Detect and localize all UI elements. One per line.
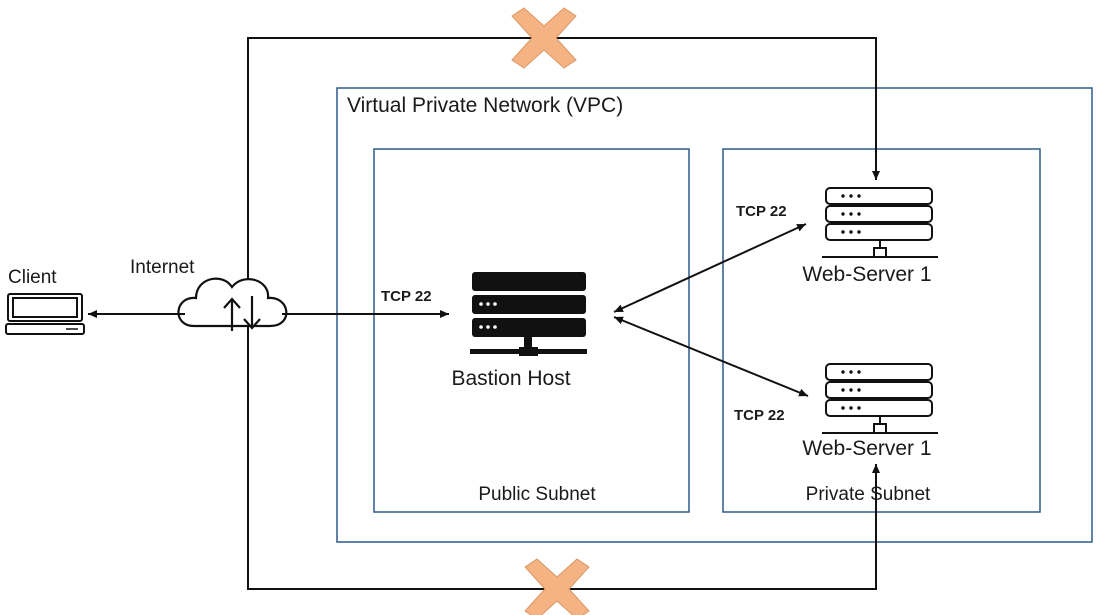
laptop-icon <box>5 293 85 335</box>
internet-label: Internet <box>130 257 195 278</box>
tcp-web2-label: TCP 22 <box>734 407 785 424</box>
tcp-bastion-label: TCP 22 <box>381 288 432 305</box>
public-subnet-label: Public Subnet <box>478 484 596 505</box>
web1-label: Web-Server 1 <box>802 263 931 286</box>
x-mark-icon <box>511 7 577 69</box>
server-outline-icon <box>822 187 938 258</box>
tcp-web1-label: TCP 22 <box>736 203 787 220</box>
vpc-boundary <box>336 87 1093 543</box>
bastion-web1-link <box>613 223 807 313</box>
cloud-upload-download-icon <box>177 277 288 331</box>
private-subnet-label: Private Subnet <box>806 484 931 505</box>
bastion-label: Bastion Host <box>451 367 570 390</box>
bastion-web2-link <box>613 316 809 397</box>
server-rack-icon <box>470 272 587 356</box>
x-mark-icon <box>524 558 590 615</box>
server-outline-icon <box>822 363 938 434</box>
client-label: Client <box>8 267 57 288</box>
vpc-label: Virtual Private Network (VPC) <box>347 94 623 117</box>
web2-label: Web-Server 1 <box>802 437 931 460</box>
